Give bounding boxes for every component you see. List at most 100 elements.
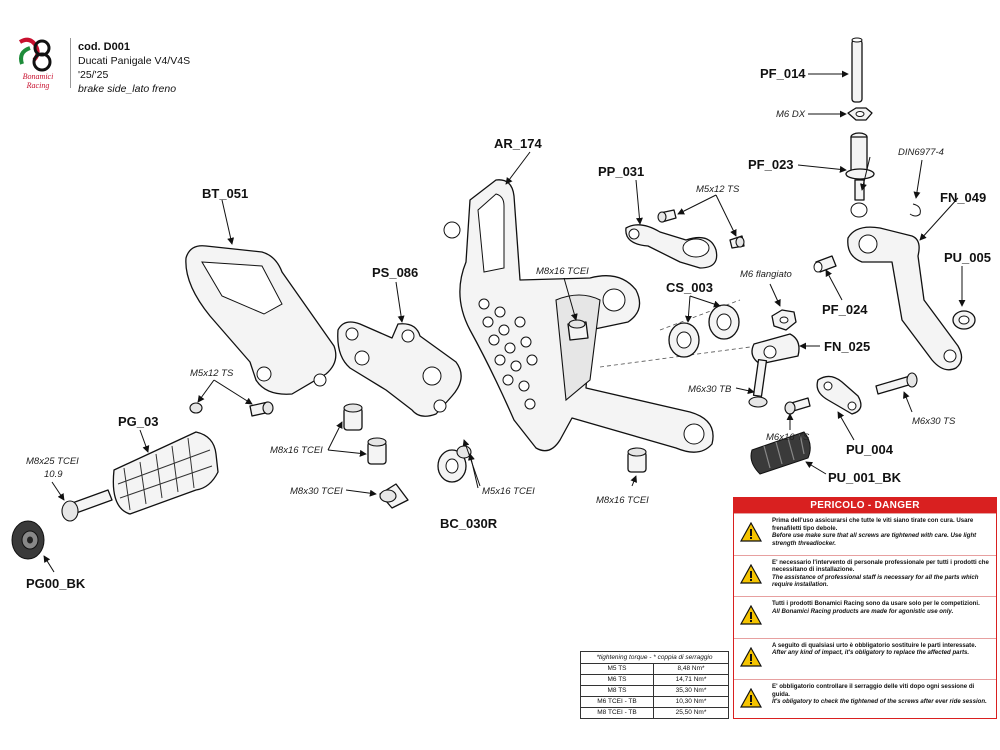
label-m8x16-bottom: M8x16 TCEI [596, 495, 649, 506]
plate-pp031 [625, 224, 718, 269]
label-pu004: PU_004 [846, 442, 894, 457]
warning-item: A seguito di qualsiasi urto è obbligator… [734, 637, 996, 680]
warning-text-en: All Bonamici Racing products are made fo… [772, 607, 954, 615]
torque-row: M5 TS 8,48 Nm* [581, 664, 728, 675]
warning-triangle-icon [740, 522, 762, 542]
leader-lines [43, 70, 966, 573]
torque-row: M8 TS 35,30 Nm* [581, 686, 728, 697]
torque-value: 8,48 Nm* [677, 665, 705, 672]
bearings-cs003 [668, 304, 740, 358]
torque-bolt: M6 TS [581, 675, 654, 685]
svg-text:Racing: Racing [26, 81, 50, 90]
label-pu005: PU_005 [944, 250, 991, 265]
warning-triangle-icon [740, 563, 762, 584]
bolts-m5x12-left [189, 401, 274, 417]
torque-bolt: M8 TCEI - TB [581, 708, 654, 718]
bolt-m6x16ts [784, 397, 811, 415]
torque-row: M6 TS 14,71 Nm* [581, 675, 728, 686]
torque-bolt: M8 TS [581, 686, 654, 696]
warning-triangle-icon [740, 605, 762, 625]
label-pp031: PP_031 [598, 164, 644, 179]
warning-text-en: After any kind of impact, it's obligator… [772, 649, 970, 657]
label-m6dx: M6 DX [776, 109, 806, 120]
label-ar174: AR_174 [494, 136, 542, 151]
label-m5x12-top: M5x12 TS [696, 184, 740, 195]
plate-pu004 [816, 375, 862, 415]
warning-item: Tutti i prodotti Bonamici Racing sono da… [734, 596, 996, 638]
warning-text-it: Tutti i prodotti Bonamici Racing sono da… [772, 600, 980, 607]
svg-text:Bonamici: Bonamici [23, 72, 54, 81]
label-m6x30tb: M6x30 TB [688, 384, 732, 395]
torque-value: 35,30 Nm* [675, 687, 707, 694]
torque-table: *tightening torque - * coppia di serragg… [580, 651, 729, 719]
label-pf023: PF_023 [748, 157, 794, 172]
label-m8x25-grade: 10.9 [44, 469, 63, 480]
label-m8x16-top: M8x16 TCEI [536, 266, 589, 277]
footpeg-pg03 [112, 431, 219, 515]
label-m6-flangiato: M6 flangiato [740, 269, 792, 280]
warning-text-en: It's obligatory to check the tightened o… [772, 698, 987, 706]
heel-guard-bt051 [185, 245, 337, 395]
torque-row: M6 TCEI - TB 10,30 Nm* [581, 697, 728, 708]
nut-m6dx [847, 107, 873, 121]
label-bc030r: BC_030R [440, 516, 498, 531]
label-fn025: FN_025 [824, 339, 870, 354]
title-block: Bonamici Racing cod. D001 Ducati Panigal… [10, 34, 210, 96]
bolt-m8x16-bottom [627, 447, 647, 473]
label-m6x30ts: M6x30 TS [912, 416, 956, 427]
lever-fn049 [847, 226, 963, 371]
label-ps086: PS_086 [372, 265, 418, 280]
label-m5x16: M5x16 TCEI [482, 486, 535, 497]
rubber-peg-pu001bk [750, 431, 811, 475]
bolt-m6x30tb [748, 358, 768, 408]
torque-value: 10,30 Nm* [675, 698, 707, 705]
header-text: cod. D001 Ducati Panigale V4/V4S '25/'25… [78, 40, 210, 96]
part-labels: PF_014 M6 DX PF_023 DIN6977-4 FN_049 PU_… [26, 66, 991, 591]
bracket-ar174 [443, 179, 714, 453]
warning-text-it: Prima dell'uso assicurarsi che tutte le … [772, 517, 974, 532]
label-bt051: BT_051 [202, 186, 248, 201]
label-m5x12-left: M5x12 TS [190, 368, 234, 379]
label-pg03: PG_03 [118, 414, 158, 429]
model-name: Ducati Panigale V4/V4S '25/'25 [78, 55, 191, 81]
warning-item: Prima dell'uso assicurarsi che tutte le … [734, 513, 996, 555]
warning-triangle-icon [740, 646, 762, 667]
label-din6977: DIN6977-4 [898, 147, 944, 158]
product-code: cod. D001 [78, 41, 130, 53]
header-divider [70, 38, 71, 88]
label-fn049: FN_049 [940, 190, 986, 205]
torque-row: M8 TCEI - TB 25,50 Nm* [581, 708, 728, 718]
warning-text-en: The assistance of professional staff is … [772, 573, 979, 589]
label-m8x25: M8x25 TCEI [26, 456, 79, 467]
label-pg00bk: PG00_BK [26, 576, 86, 591]
lightening-holes [478, 298, 538, 410]
torque-value: 14,71 Nm* [675, 676, 707, 683]
flanged-nut-m6 [771, 309, 797, 331]
bushing-pf023 [845, 132, 875, 218]
label-cs003: CS_003 [666, 280, 713, 295]
circlip-din6977 [909, 203, 921, 217]
label-pf024: PF_024 [822, 302, 868, 317]
label-m6x16ts: M6x16 TS [766, 432, 810, 443]
eccentric-bc030r [437, 445, 472, 483]
label-m8x16-left: M8x16 TCEI [270, 445, 323, 456]
bolt-m8x25 [61, 489, 113, 522]
danger-title: PERICOLO - DANGER [734, 498, 996, 513]
warning-text-it: E' obbligatorio controllare il serraggio… [772, 683, 975, 698]
torque-value: 25,50 Nm* [675, 709, 707, 716]
warning-item: E' necessario l'intervento di personale … [734, 554, 996, 597]
label-pu001bk: PU_001_BK [828, 470, 902, 485]
bolts-m8x16-top [567, 319, 589, 341]
warning-text-it: E' necessario l'intervento di personale … [772, 558, 989, 574]
danger-warning-box: PERICOLO - DANGER Prima dell'uso assicur… [733, 497, 997, 719]
bolts-m8x16-left [343, 403, 387, 465]
label-m8x30: M8x30 TCEI [290, 486, 343, 497]
warning-text-en: Before use make sure that all screws are… [772, 532, 977, 547]
warning-item: E' obbligatorio controllare il serraggio… [734, 679, 996, 721]
bolt-m8x30 [379, 483, 409, 509]
bolts-m5x12-top [657, 209, 745, 249]
torque-bolt: M5 TS [581, 664, 654, 674]
torque-table-header: *tightening torque - * coppia di serragg… [581, 652, 728, 664]
rod-end-fn025 [751, 333, 800, 365]
